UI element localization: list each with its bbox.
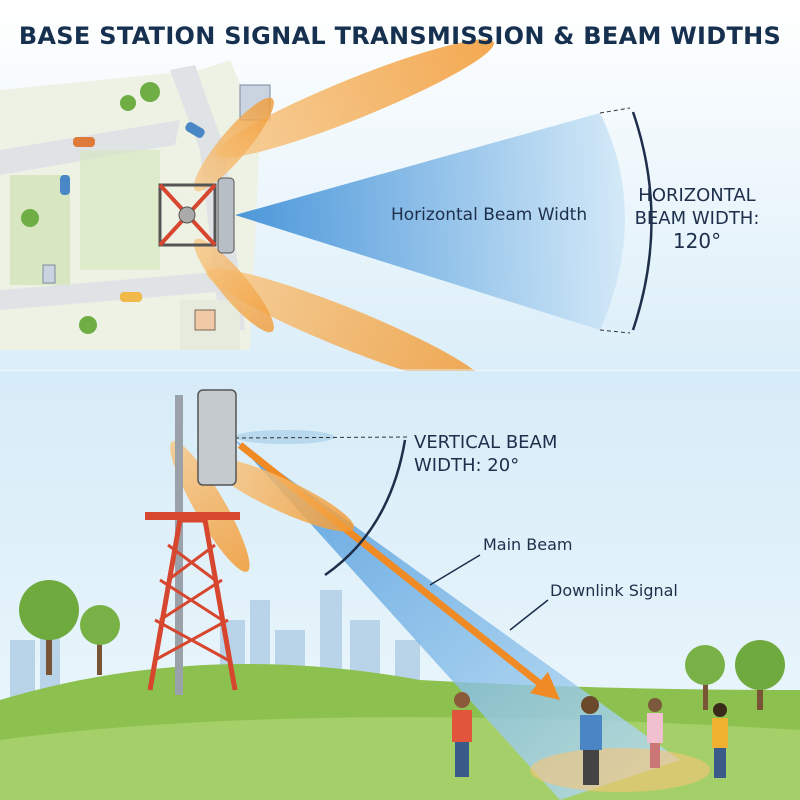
lattice-tower xyxy=(145,389,240,695)
people xyxy=(452,692,728,785)
side-lobe xyxy=(215,39,495,158)
vertical-beam xyxy=(170,430,710,800)
antenna-panel xyxy=(197,389,237,486)
main-beam-label: Main Beam xyxy=(483,535,573,554)
page-title: BASE STATION SIGNAL TRANSMISSION & BEAM … xyxy=(18,22,782,50)
side-lobe xyxy=(206,268,485,387)
caption-line: WIDTH: 20° xyxy=(414,455,520,476)
caption-line: 120° xyxy=(672,229,722,253)
person xyxy=(580,696,602,785)
horizontal-beam-width-caption: HORIZONTAL BEAM WIDTH: 120° xyxy=(622,184,772,253)
trees xyxy=(19,580,785,710)
caption-line: VERTICAL BEAM xyxy=(414,432,558,453)
downlink-signal-label: Downlink Signal xyxy=(550,581,678,600)
angle-arrow xyxy=(324,439,407,577)
caption-line: BEAM WIDTH: xyxy=(634,208,760,229)
angle-arrow xyxy=(631,111,653,331)
rooftop-antenna xyxy=(158,177,235,254)
horizontal-beam-label: Horizontal Beam Width xyxy=(391,205,588,225)
person xyxy=(712,703,728,778)
city-map xyxy=(0,60,271,350)
person xyxy=(647,698,663,768)
caption-line: HORIZONTAL xyxy=(638,185,756,206)
vertical-beam-width-caption: VERTICAL BEAM WIDTH: 20° xyxy=(414,431,557,477)
person xyxy=(452,692,472,777)
horizontal-beam xyxy=(193,39,653,387)
